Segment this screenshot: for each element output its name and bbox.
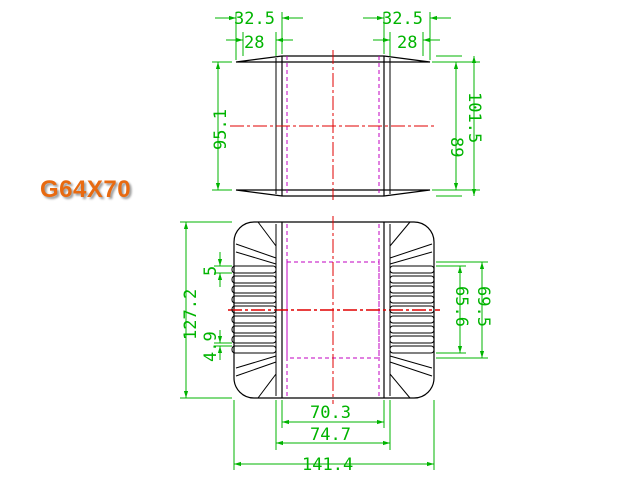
dim-top-left-inner: 28 [244, 33, 264, 53]
bottom-view [228, 216, 440, 404]
dim-total-height: 127.2 [181, 289, 201, 340]
dim-top-left-outer: 32.5 [234, 9, 275, 29]
model-label: G64X70 [40, 176, 132, 203]
dim-width-outer: 74.7 [310, 425, 351, 445]
dim-height-inner: 89 [446, 137, 466, 157]
top-view-dimensions [212, 12, 480, 197]
bottom-view-dimensions [180, 221, 488, 470]
top-view [230, 50, 436, 200]
dim-total-width: 141.4 [302, 455, 353, 475]
dim-window-inner: 65.6 [451, 286, 471, 327]
dim-pin-pitch: 5 [201, 266, 221, 276]
right-pin-slots [389, 265, 435, 354]
dim-top-right-inner: 28 [397, 33, 417, 53]
dim-height-outer: 101.5 [464, 92, 484, 143]
dim-pin-gap: 4.9 [201, 331, 221, 362]
dim-width-inner: 70.3 [310, 403, 351, 423]
dim-window-outer: 69.5 [473, 286, 493, 327]
dim-top-right-outer: 32.5 [382, 9, 423, 29]
dim-height-left: 95.1 [211, 109, 231, 150]
left-pin-slots [231, 265, 277, 354]
